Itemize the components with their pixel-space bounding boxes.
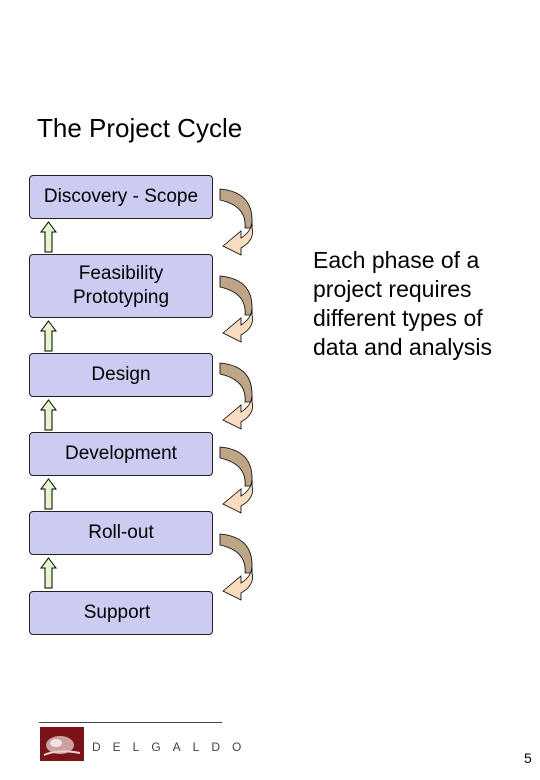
phase-box-roll-out: Roll-out bbox=[29, 511, 213, 555]
slide-title: The Project Cycle bbox=[37, 113, 243, 143]
arrow-up-icon bbox=[40, 320, 57, 352]
logo-icon bbox=[40, 727, 84, 761]
curved-arrow-icon bbox=[219, 533, 253, 601]
arrow-up-icon bbox=[40, 557, 57, 589]
curved-arrow-icon bbox=[219, 188, 253, 256]
phase-label: Support bbox=[83, 602, 151, 623]
phase-label: Design bbox=[91, 364, 151, 385]
side-description: Each phase of a project requires differe… bbox=[313, 247, 493, 360]
phase-label: Discovery - Scope bbox=[43, 186, 199, 207]
phase-label: Roll-out bbox=[88, 522, 154, 543]
phase-box-discovery-scope: Discovery - Scope bbox=[29, 175, 213, 219]
phase-box-feasibility-prototyping: Feasibility Prototyping bbox=[29, 254, 213, 318]
phase-label: Development bbox=[65, 443, 177, 464]
phase-box-support: Support bbox=[29, 591, 213, 635]
phase-box-development: Development bbox=[29, 432, 213, 476]
curved-arrow-icon bbox=[219, 275, 253, 343]
footer-divider bbox=[39, 722, 222, 723]
page-number: 5 bbox=[524, 750, 532, 766]
curved-arrow-icon bbox=[219, 362, 253, 430]
phase-label: Prototyping bbox=[72, 287, 170, 308]
arrow-up-icon bbox=[40, 221, 57, 253]
phase-label: Feasibility bbox=[78, 263, 164, 284]
curved-arrow-icon bbox=[219, 446, 253, 514]
arrow-up-icon bbox=[40, 399, 57, 431]
arrow-up-icon bbox=[40, 478, 57, 510]
logo-text: DELGALDO bbox=[92, 740, 254, 754]
phase-box-design: Design bbox=[29, 353, 213, 397]
